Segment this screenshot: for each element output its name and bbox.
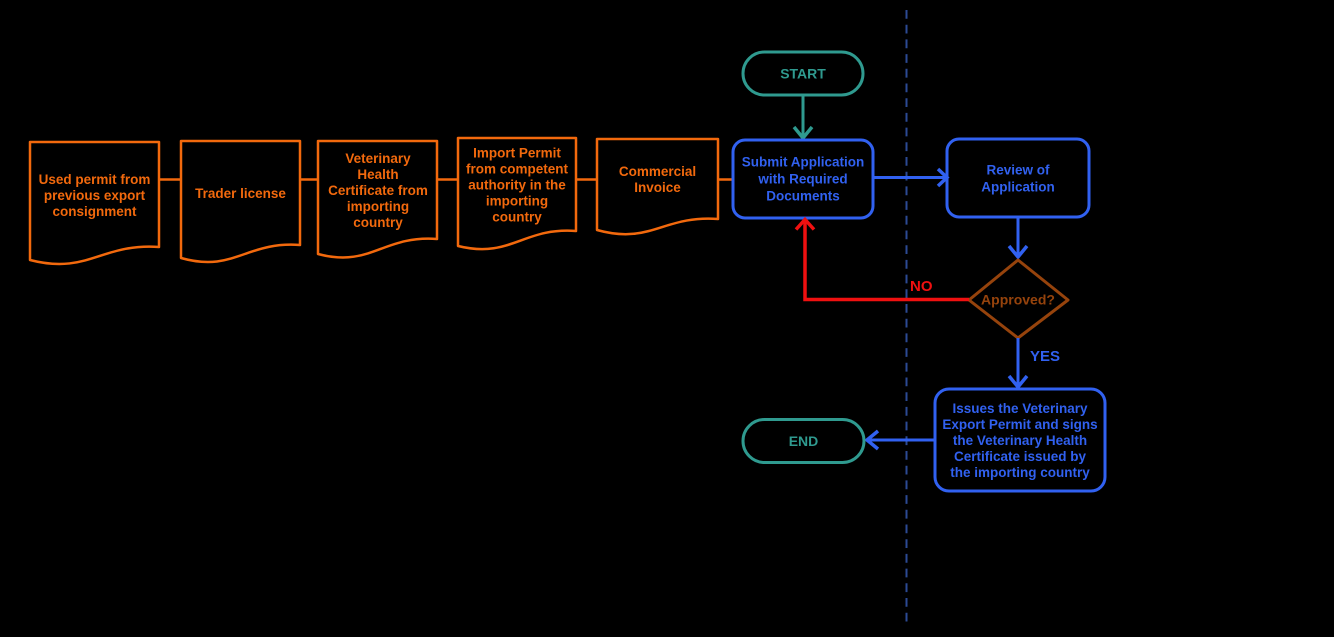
svg-text:from competent: from competent	[466, 161, 569, 176]
svg-text:Review of: Review of	[986, 162, 1050, 177]
svg-text:Certificate from: Certificate from	[328, 183, 428, 198]
svg-text:Submit Application: Submit Application	[742, 154, 865, 169]
svg-text:Invoice: Invoice	[634, 180, 681, 195]
svg-text:with Required: with Required	[757, 171, 847, 186]
svg-text:Trader license: Trader license	[195, 186, 286, 201]
svg-text:Issues the Veterinary: Issues the Veterinary	[952, 401, 1088, 416]
svg-text:END: END	[789, 433, 819, 449]
svg-text:NO: NO	[910, 278, 933, 295]
svg-text:Commercial: Commercial	[619, 164, 696, 179]
svg-text:START: START	[780, 66, 826, 82]
svg-text:Used permit from: Used permit from	[39, 172, 151, 187]
svg-text:country: country	[492, 209, 542, 224]
svg-text:Application: Application	[981, 179, 1055, 194]
svg-text:Import Permit: Import Permit	[473, 145, 561, 160]
svg-text:the Veterinary Health: the Veterinary Health	[953, 433, 1087, 448]
svg-text:Export Permit and signs: Export Permit and signs	[942, 417, 1097, 432]
svg-text:importing: importing	[347, 199, 409, 214]
svg-text:Certificate issued by: Certificate issued by	[954, 449, 1087, 464]
svg-text:consignment: consignment	[52, 204, 137, 219]
svg-text:authority in the: authority in the	[468, 177, 566, 192]
svg-text:the importing country: the importing country	[950, 465, 1090, 480]
svg-text:importing: importing	[486, 193, 548, 208]
svg-text:Approved?: Approved?	[981, 292, 1055, 308]
svg-text:country: country	[353, 215, 403, 230]
svg-text:previous export: previous export	[44, 188, 146, 203]
svg-text:Documents: Documents	[766, 188, 840, 203]
svg-text:Health: Health	[357, 167, 398, 182]
svg-text:Veterinary: Veterinary	[345, 151, 411, 166]
svg-text:YES: YES	[1030, 348, 1060, 365]
